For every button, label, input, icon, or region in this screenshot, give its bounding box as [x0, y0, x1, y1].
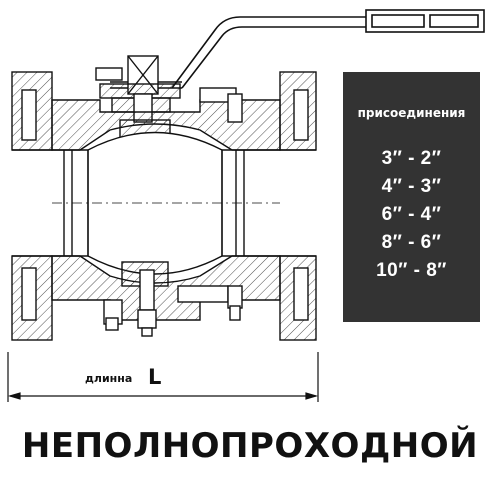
- ball-valve-drawing: [7, 9, 485, 402]
- valve-body: [12, 87, 316, 321]
- left-flange: [11, 71, 53, 341]
- ball: [52, 131, 280, 275]
- right-flange: [279, 71, 317, 341]
- bore-type-caption: НЕПОЛНОПРОХОДНОЙ: [21, 426, 479, 466]
- connection-size: 8″ - 6″: [381, 232, 442, 253]
- lever-handle: [110, 9, 485, 89]
- connections-panel: присоединения 3″ - 2″ 4″ - 3″ 6″ - 4″ 8″…: [343, 72, 480, 322]
- length-label: длинна: [85, 372, 133, 385]
- connection-size: 3″ - 2″: [381, 148, 442, 169]
- connection-size: 4″ - 3″: [381, 176, 442, 197]
- length-letter: L: [148, 365, 162, 389]
- lower-trunnion: [103, 261, 243, 337]
- connection-size: 10″ - 8″: [376, 260, 447, 281]
- connection-size: 6″ - 4″: [381, 204, 442, 225]
- connections-title: присоединения: [357, 106, 466, 120]
- length-dimension-line: [7, 352, 319, 402]
